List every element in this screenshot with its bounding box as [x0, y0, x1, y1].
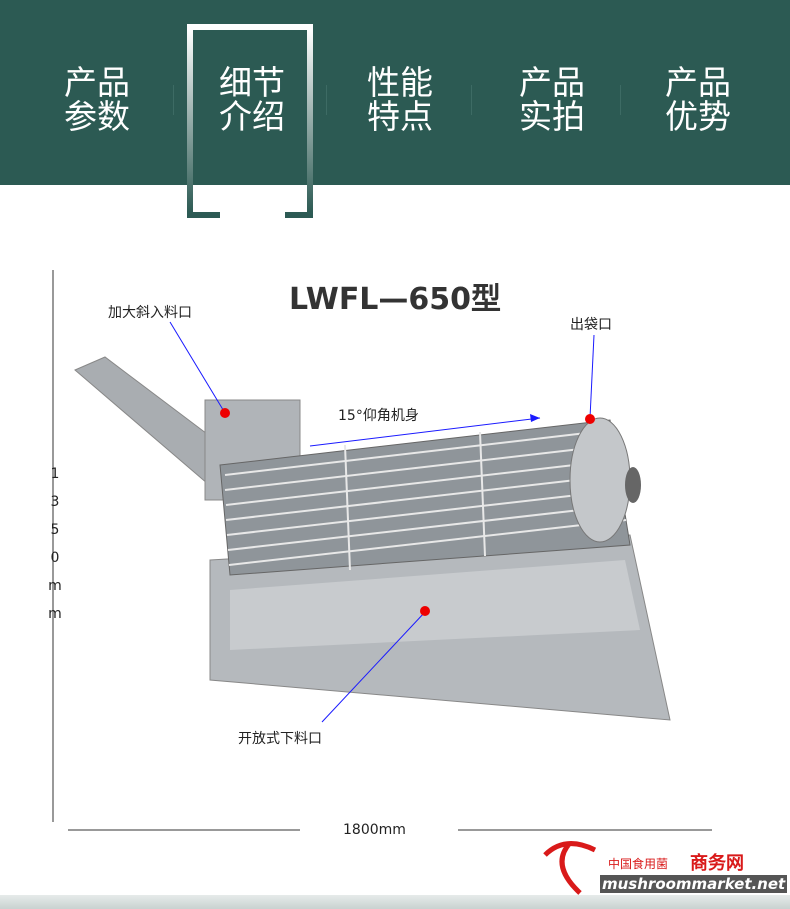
- tab-photos[interactable]: 产品实拍: [507, 66, 597, 134]
- tab-label: 产品: [519, 63, 585, 102]
- active-tab-bracket: [187, 24, 313, 218]
- tab-label: 产品: [665, 63, 731, 102]
- tab-advantages[interactable]: 产品优势: [653, 66, 743, 134]
- tab-performance[interactable]: 性能特点: [355, 66, 445, 134]
- divider: [620, 85, 621, 115]
- height-char: m: [48, 606, 62, 622]
- tab-label: 参数: [64, 97, 130, 136]
- height-char: 0: [50, 550, 60, 566]
- divider: [326, 85, 327, 115]
- label-discharge: 开放式下料口: [238, 731, 322, 747]
- logo-brand: 商务网: [690, 853, 744, 874]
- label-bag-outlet: 出袋口: [570, 317, 612, 333]
- tab-label: 性能: [367, 63, 433, 102]
- height-char: 5: [50, 522, 60, 538]
- marker-dot: [585, 414, 595, 424]
- bottom-bar: [0, 895, 790, 909]
- marker-dot: [220, 408, 230, 418]
- tab-label: 实拍: [519, 97, 585, 136]
- model-title: LWFL—650型: [288, 282, 502, 317]
- logo-url: mushroommarket.net: [600, 875, 788, 893]
- machine-image: [74, 356, 671, 721]
- tab-label: 特点: [367, 97, 433, 136]
- logo-cn-text: 中国食用菌: [608, 857, 669, 871]
- marker-dot: [420, 606, 430, 616]
- bracket-gap: [220, 210, 285, 220]
- watermark-logo: 中国食用菌 商务网 mushroommarket.net: [540, 835, 788, 895]
- tab-label: 产品: [64, 63, 130, 102]
- tab-product-params[interactable]: 产品参数: [52, 66, 142, 134]
- label-angle: 15°仰角机身: [338, 408, 419, 424]
- height-char: 3: [50, 494, 60, 510]
- logo-swoosh-icon: [543, 841, 597, 895]
- height-char: m: [48, 578, 62, 594]
- height-char: 1: [50, 466, 60, 482]
- divider: [471, 85, 472, 115]
- tab-label: 优势: [665, 97, 731, 136]
- divider: [173, 85, 174, 115]
- label-feed-inlet: 加大斜入料口: [108, 305, 192, 321]
- width-label: 1800mm: [343, 822, 406, 838]
